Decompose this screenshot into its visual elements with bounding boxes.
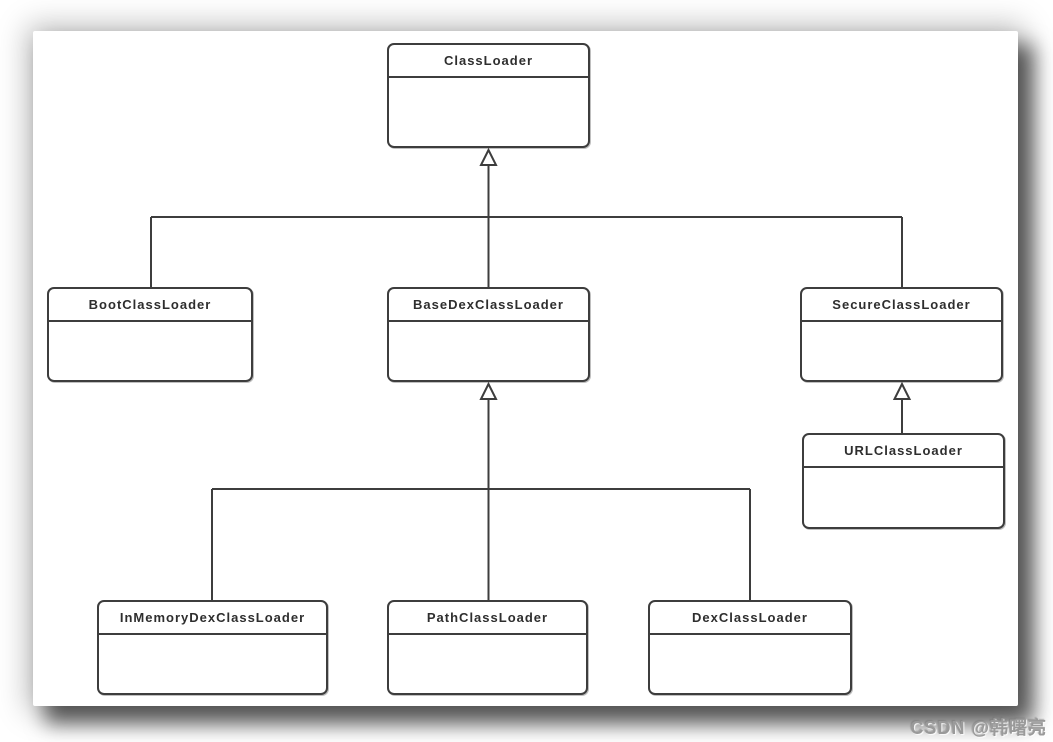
hollow-triangle-arrow-classloader xyxy=(479,147,498,166)
class-box-urlclassloader: URLClassLoader xyxy=(802,433,1005,529)
diagram-canvas: ClassLoader BootClassLoader BaseDexClass… xyxy=(33,31,1018,706)
hollow-triangle-arrow-secureclassloader xyxy=(892,381,912,400)
class-name-dexclassloader: DexClassLoader xyxy=(650,602,850,635)
class-box-pathclassloader: PathClassLoader xyxy=(387,600,588,695)
csdn-watermark: CSDN @韩曙亮 xyxy=(910,718,1047,738)
class-box-basedexclassloader: BaseDexClassLoader xyxy=(387,287,590,382)
class-name-classloader: ClassLoader xyxy=(389,45,588,78)
class-box-classloader: ClassLoader xyxy=(387,43,590,148)
class-box-dexclassloader: DexClassLoader xyxy=(648,600,852,695)
class-name-bootclassloader: BootClassLoader xyxy=(49,289,251,322)
class-name-secureclassloader: SecureClassLoader xyxy=(802,289,1001,322)
class-box-bootclassloader: BootClassLoader xyxy=(47,287,253,382)
inheritance-connectors xyxy=(150,147,912,600)
class-name-inmemorydexclassloader: InMemoryDexClassLoader xyxy=(99,602,326,635)
class-name-urlclassloader: URLClassLoader xyxy=(804,435,1003,468)
class-box-secureclassloader: SecureClassLoader xyxy=(800,287,1003,382)
hollow-triangle-arrow-basedexclassloader xyxy=(479,381,498,400)
class-name-pathclassloader: PathClassLoader xyxy=(389,602,586,635)
class-box-inmemorydexclassloader: InMemoryDexClassLoader xyxy=(97,600,328,695)
class-name-basedexclassloader: BaseDexClassLoader xyxy=(389,289,588,322)
